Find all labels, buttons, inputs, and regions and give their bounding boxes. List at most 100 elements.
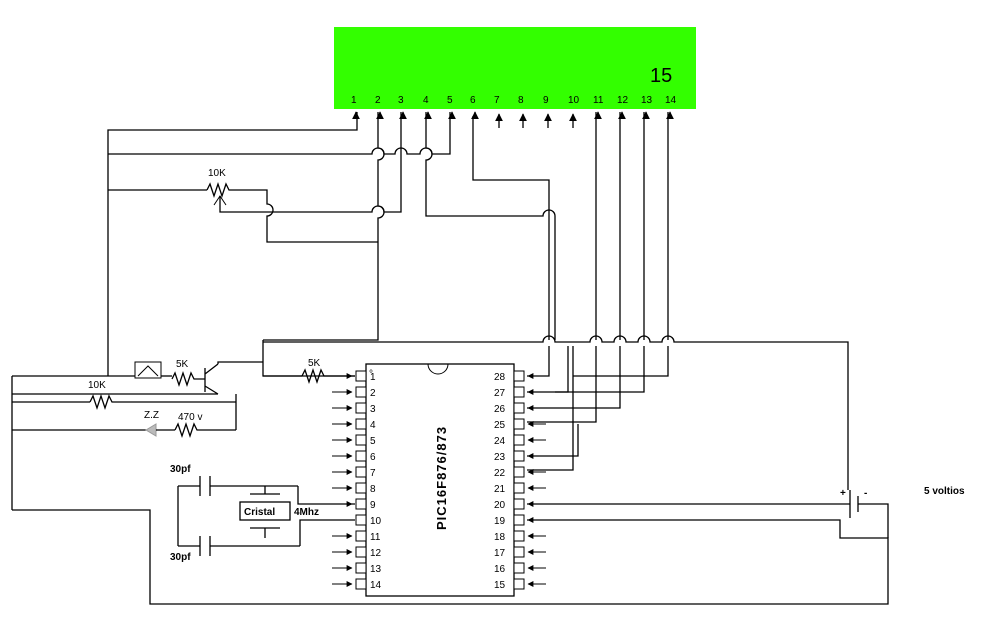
pic-left-pin bbox=[355, 402, 367, 414]
cap-top-label: 30pf bbox=[170, 464, 191, 475]
resistor-led bbox=[174, 421, 236, 439]
battery: + - 5 voltios bbox=[527, 486, 965, 538]
resistor-left-label: 10K bbox=[88, 380, 106, 391]
pic-left-pin bbox=[355, 418, 367, 430]
transistor bbox=[12, 361, 263, 395]
lcd-pin-label: 3 bbox=[398, 95, 404, 106]
pic-right-pin-label: 28 bbox=[494, 372, 506, 383]
resistor-left bbox=[89, 393, 236, 411]
lcd-pin-label: 14 bbox=[665, 95, 677, 106]
pic-left-pin bbox=[355, 546, 367, 558]
lcd-pin-label: 7 bbox=[494, 95, 500, 106]
pic-right-pin bbox=[513, 402, 525, 414]
pic-right-pin-label: 15 bbox=[494, 580, 506, 591]
pic-right-pin bbox=[513, 418, 525, 430]
lcd-pin-label: 4 bbox=[423, 95, 429, 106]
lcd-display bbox=[334, 27, 696, 109]
pic-left-pin-label: 1 bbox=[370, 372, 376, 383]
lcd-pin-label: 13 bbox=[641, 95, 653, 106]
pic-left-pin bbox=[355, 482, 367, 494]
pic-right-pin bbox=[513, 386, 525, 398]
pic-left-pin-label: 9 bbox=[370, 500, 376, 511]
pic-right-pin bbox=[513, 578, 525, 590]
pic-right-pin-label: 19 bbox=[494, 516, 506, 527]
crystal-freq: 4Mhz bbox=[294, 507, 319, 518]
pic-left-pin bbox=[355, 370, 367, 382]
pic-right-pin bbox=[513, 482, 525, 494]
pic-right-pin-label: 25 bbox=[494, 420, 506, 431]
lamp-symbol bbox=[134, 361, 162, 379]
pic-left-pin bbox=[355, 466, 367, 478]
pic-left-pin-label: 3 bbox=[370, 404, 376, 415]
potentiometer: 10K bbox=[206, 168, 232, 206]
supply-label: 5 voltios bbox=[924, 486, 965, 497]
lcd-pin-label: 6 bbox=[470, 95, 476, 106]
lcd-pin-label: 8 bbox=[518, 95, 524, 106]
pic-right-pin bbox=[513, 562, 525, 574]
capacitor-bottom bbox=[199, 536, 211, 556]
battery-minus: - bbox=[864, 488, 867, 499]
led-label: Z.Z bbox=[144, 410, 159, 421]
resistor-base-label: 5K bbox=[176, 359, 189, 370]
pic-left-pin-label: 11 bbox=[370, 532, 381, 543]
pic-right-pin bbox=[513, 530, 525, 542]
pic-right-pin-label: 17 bbox=[494, 548, 506, 559]
led-symbol bbox=[145, 423, 157, 437]
pic-left-pin bbox=[355, 578, 367, 590]
pic-left-pin bbox=[355, 562, 367, 574]
pot-label: 10K bbox=[208, 168, 226, 179]
pic-left-pin bbox=[355, 434, 367, 446]
pic-left-pin-label: 2 bbox=[370, 388, 376, 399]
pic-left-pin-label: 6 bbox=[370, 452, 376, 463]
pic-right-pin-label: 26 bbox=[494, 404, 506, 415]
pic-left-pin-label: 7 bbox=[370, 468, 376, 479]
pic-right-pin-label: 27 bbox=[494, 388, 506, 399]
pic-right-pin bbox=[513, 466, 525, 478]
capacitor-top bbox=[199, 476, 211, 496]
pic-right-pin bbox=[513, 434, 525, 446]
pic-name: PIC16F876/873 bbox=[434, 426, 449, 530]
pic-left-pin-label: 8 bbox=[370, 484, 376, 495]
crystal-label: Cristal bbox=[244, 507, 275, 518]
pic-right-pin-label: 21 bbox=[494, 484, 506, 495]
lcd-pin-label: 5 bbox=[447, 95, 453, 106]
pic-left-pin bbox=[355, 530, 367, 542]
pic-pin1-marker: ° bbox=[369, 369, 373, 380]
lcd-pin-label: 2 bbox=[375, 95, 381, 106]
pic-left-pin-label: 13 bbox=[370, 564, 382, 575]
pic-right-pin bbox=[513, 546, 525, 558]
pic-left-pin-label: 10 bbox=[370, 516, 382, 527]
pic-right-pin-label: 18 bbox=[494, 532, 506, 543]
pic-right-pin bbox=[513, 514, 525, 526]
lcd-pin-label: 1 bbox=[351, 95, 357, 106]
pic-right-pin bbox=[513, 370, 525, 382]
lcd-pin-arrows bbox=[352, 111, 674, 128]
battery-plus: + bbox=[840, 488, 846, 499]
lcd-pin-label: 9 bbox=[543, 95, 549, 106]
lcd-pin-label: 10 bbox=[568, 95, 580, 106]
lcd-wiring bbox=[107, 112, 849, 490]
pic-right-pin bbox=[513, 450, 525, 462]
pic-left-pin bbox=[355, 498, 367, 510]
resistor-base bbox=[171, 370, 205, 388]
pic-right-pin-label: 20 bbox=[494, 500, 506, 511]
pic-left-pin-label: 14 bbox=[370, 580, 382, 591]
lcd-number: 15 bbox=[650, 65, 672, 87]
oscillator: 30pf 30pf Cristal 4Mhz bbox=[170, 464, 355, 563]
lcd-pin-label: 12 bbox=[617, 95, 629, 106]
pic-left-pin-label: 5 bbox=[370, 436, 376, 447]
crystal-box bbox=[239, 501, 291, 521]
pic-right-pin-label: 24 bbox=[494, 436, 506, 447]
lcd-pin-label: 11 bbox=[593, 95, 604, 106]
pic-right-pin bbox=[513, 498, 525, 510]
pic-right-pin-label: 23 bbox=[494, 452, 506, 463]
pic-body bbox=[365, 363, 515, 597]
pic-left-pin-label: 12 bbox=[370, 548, 382, 559]
pic-left-pin bbox=[355, 514, 367, 526]
pic-left-pin bbox=[355, 450, 367, 462]
